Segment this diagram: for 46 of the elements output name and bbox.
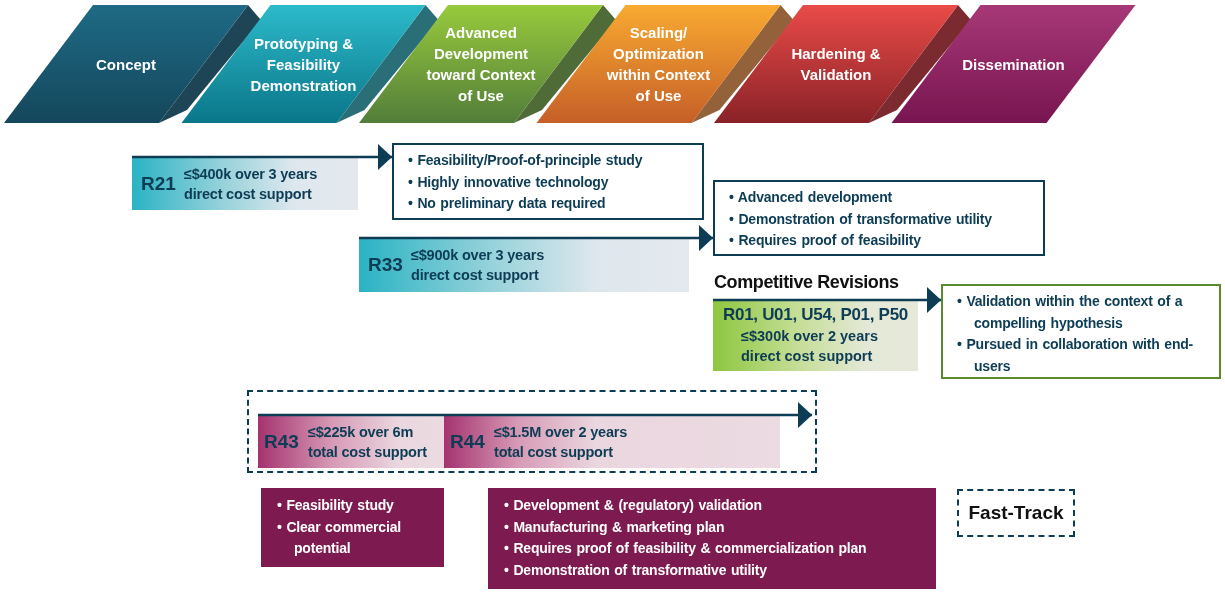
bullet-list-box bbox=[392, 143, 704, 220]
bullet-list-box bbox=[488, 488, 936, 589]
program-code: R21 bbox=[141, 172, 176, 195]
phase-label: Hardening & Validation bbox=[790, 44, 882, 85]
program-code: R43 bbox=[264, 430, 299, 453]
phase-label: Concept bbox=[95, 54, 157, 75]
arrow bbox=[713, 287, 941, 313]
bullet-item: • Demonstration of transformative utility bbox=[504, 560, 768, 580]
program-code: R44 bbox=[450, 430, 485, 453]
bullet-item: • Validation within the context of a compelling hypothesis bbox=[957, 292, 1184, 333]
funding-bar bbox=[258, 415, 444, 468]
arrow bbox=[132, 144, 392, 170]
funding-bar bbox=[444, 415, 780, 468]
funding-text: ≤$400k over 3 years direct cost support bbox=[184, 164, 319, 204]
funding-text: ≤$1.5M over 2 years total cost support bbox=[494, 422, 629, 462]
bullet-item: • Clear commercial potential bbox=[277, 517, 402, 558]
bullet-item: • Pursued in collaboration with end-users bbox=[957, 335, 1195, 376]
phase-label: Scaling/ Optimization within Context of Use bbox=[605, 23, 712, 106]
arrow bbox=[359, 225, 713, 251]
funding-text: ≤$900k over 3 years direct cost support bbox=[411, 246, 546, 285]
bullet-list-box bbox=[261, 488, 444, 567]
phase-label: Advanced Development toward Context of Use bbox=[425, 23, 537, 106]
bullet-item: • Requires proof of feasibility & commercialization plan bbox=[504, 539, 868, 558]
bullet-item: • Development & (regulatory) validation bbox=[504, 496, 763, 515]
bullet-item: • Manufacturing & marketing plan bbox=[504, 517, 726, 537]
fast-track-tag: Fast-Track bbox=[957, 489, 1075, 537]
funding-bar bbox=[132, 157, 358, 210]
bullet-item: • Feasibility study bbox=[277, 496, 395, 515]
bullet-item: • Highly innovative technology bbox=[408, 172, 610, 192]
program-codes: R01, U01, U54, P01, P50 bbox=[722, 304, 909, 326]
bullet-item: • Demonstration of transformative utility bbox=[729, 209, 993, 229]
section-heading: Competitive Revisions bbox=[714, 271, 899, 294]
phase-label: Prototyping & Feasibility Demonstration bbox=[249, 33, 358, 96]
bullet-item: • Feasibility/Proof-of-principle study bbox=[408, 151, 644, 170]
bullet-item: • No preliminary data required bbox=[408, 194, 607, 213]
funding-text: ≤$225k over 6m total cost support bbox=[308, 422, 428, 462]
funding-bar bbox=[359, 238, 689, 292]
funding-text: ≤$300k over 2 years direct cost support bbox=[741, 327, 879, 366]
dashed-group-box bbox=[247, 390, 817, 473]
bullet-list-box bbox=[941, 284, 1221, 379]
bullet-list-box bbox=[713, 180, 1045, 256]
bullet-item: • Requires proof of feasibility bbox=[729, 231, 922, 250]
program-code: R33 bbox=[368, 254, 403, 276]
phase-label: Dissemination bbox=[961, 54, 1066, 75]
bullet-item: • Advanced development bbox=[729, 188, 894, 207]
arrow bbox=[258, 402, 812, 428]
